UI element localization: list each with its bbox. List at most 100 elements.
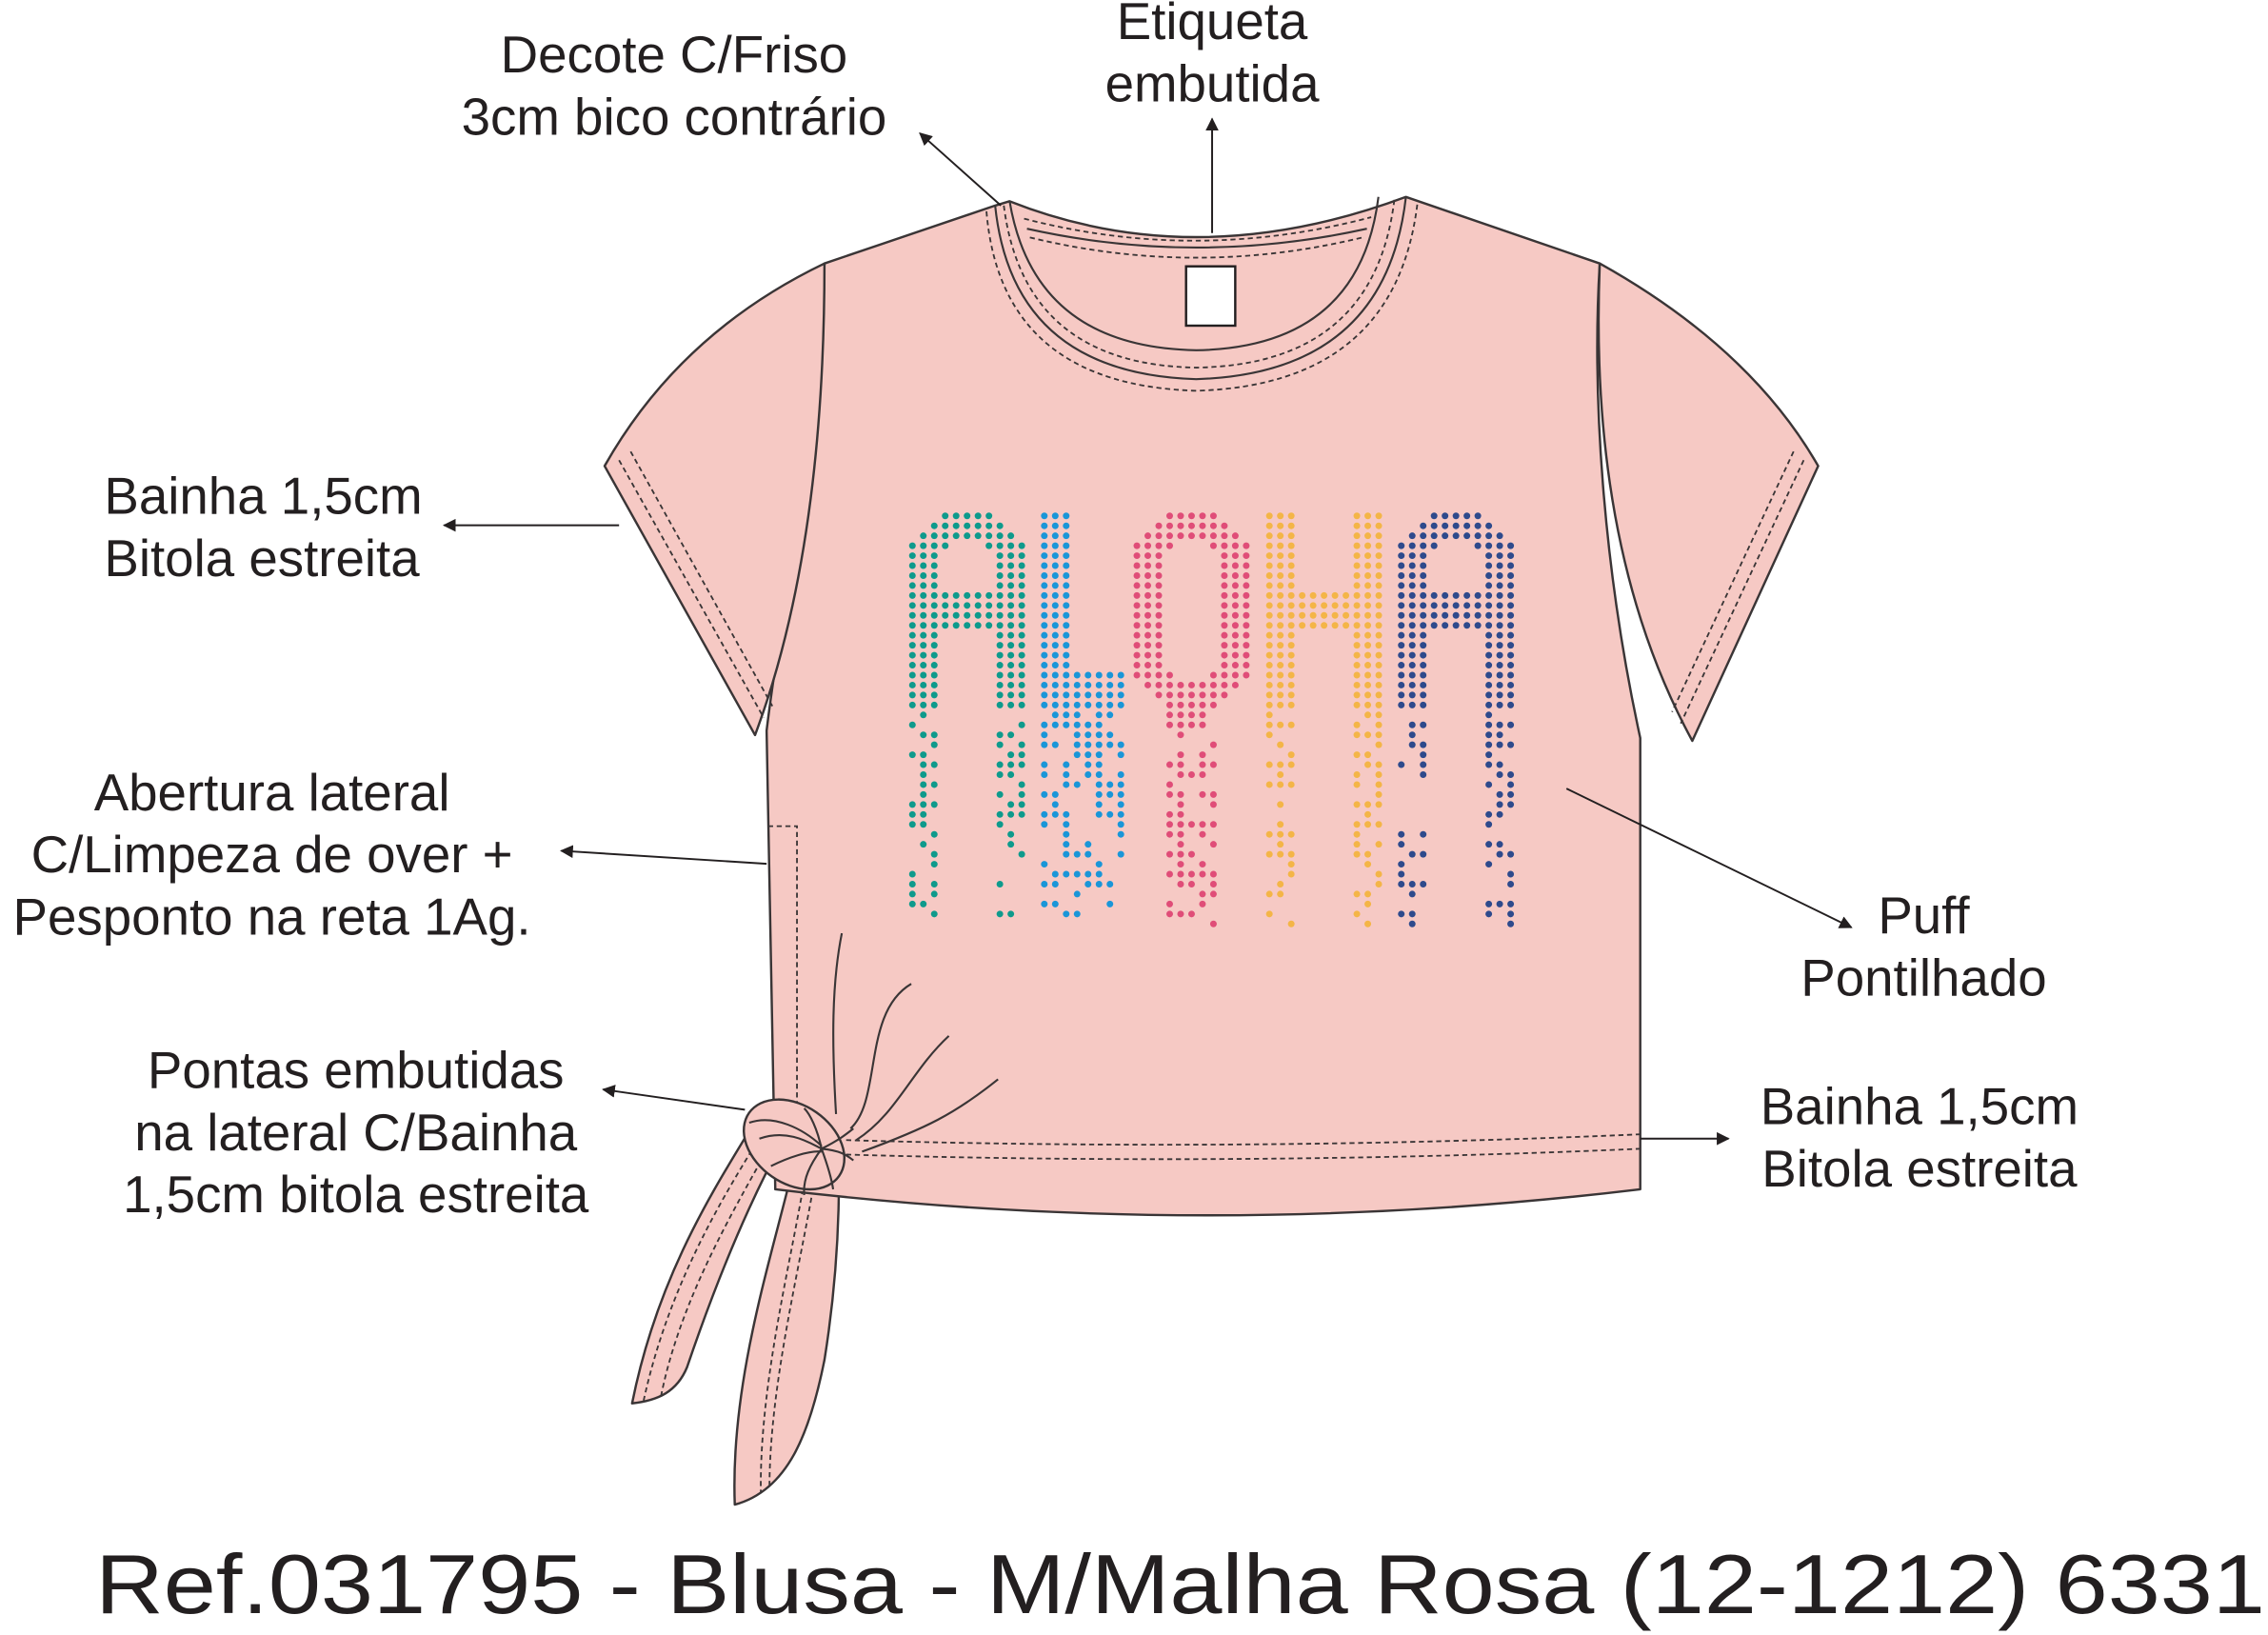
print-dot xyxy=(1041,810,1048,818)
print-dot xyxy=(1177,910,1184,918)
print-dot xyxy=(952,522,960,529)
print-dot xyxy=(920,790,927,798)
print-dot xyxy=(996,552,1004,560)
print-dot xyxy=(1287,830,1295,838)
print-dot xyxy=(1277,761,1284,768)
annotation-label: Etiqueta embutida xyxy=(1105,0,1320,233)
print-dot xyxy=(1041,591,1048,599)
print-dot xyxy=(1430,611,1438,619)
print-dot xyxy=(1007,591,1015,599)
print-dot xyxy=(1117,810,1124,818)
print-dot xyxy=(1063,810,1070,818)
print-dot xyxy=(1496,571,1503,579)
print-dot xyxy=(1231,552,1239,560)
print-dot xyxy=(1084,850,1092,858)
print-dot xyxy=(1265,761,1273,768)
print-dot xyxy=(1155,532,1163,540)
print-dot xyxy=(1084,751,1092,759)
print-dot xyxy=(920,731,927,739)
print-dot xyxy=(1364,850,1372,858)
print-dot xyxy=(1420,522,1427,529)
print-dot xyxy=(1051,602,1059,609)
print-dot xyxy=(1496,681,1503,688)
print-dot xyxy=(964,611,971,619)
print-dot xyxy=(1144,582,1152,589)
print-dot xyxy=(1265,552,1273,560)
print-dot xyxy=(1364,562,1372,569)
print-dot xyxy=(1507,591,1515,599)
print-dot xyxy=(1408,582,1416,589)
print-dot xyxy=(1287,622,1295,629)
print-dot xyxy=(1018,611,1025,619)
print-dot xyxy=(1007,691,1015,699)
print-dot xyxy=(964,602,971,609)
print-dot xyxy=(1420,552,1427,560)
print-dot xyxy=(1364,622,1372,629)
print-dot xyxy=(952,532,960,540)
print-dot xyxy=(1375,582,1383,589)
print-dot xyxy=(1277,622,1284,629)
print-dot xyxy=(1221,671,1228,679)
print-dot xyxy=(1430,622,1438,629)
print-dot xyxy=(1187,701,1195,708)
print-dot xyxy=(1133,671,1141,679)
print-dot xyxy=(1277,522,1284,529)
print-dot xyxy=(930,850,938,858)
print-dot xyxy=(1507,681,1515,688)
print-dot xyxy=(1007,651,1015,659)
print-dot xyxy=(1420,542,1427,549)
print-dot xyxy=(1474,622,1482,629)
print-dot xyxy=(1420,741,1427,748)
print-dot xyxy=(1277,631,1284,639)
print-dot xyxy=(1117,671,1124,679)
print-dot xyxy=(1018,681,1025,688)
print-dot xyxy=(1051,582,1059,589)
print-dot xyxy=(920,671,927,679)
print-dot xyxy=(1007,771,1015,778)
print-dot xyxy=(1287,631,1295,639)
print-dot xyxy=(1209,880,1217,887)
print-dot xyxy=(1309,591,1317,599)
print-dot xyxy=(1485,532,1493,540)
print-dot xyxy=(1408,602,1416,609)
print-dot xyxy=(974,532,982,540)
print-dot xyxy=(1277,801,1284,808)
print-dot xyxy=(1165,542,1173,549)
print-dot xyxy=(1463,532,1471,540)
print-dot xyxy=(1209,691,1217,699)
print-dot xyxy=(1144,591,1152,599)
print-dot xyxy=(1287,870,1295,878)
print-dot xyxy=(1474,591,1482,599)
print-dot xyxy=(1165,850,1173,858)
print-dot xyxy=(985,591,993,599)
print-dot xyxy=(1041,631,1048,639)
print-dot xyxy=(1287,681,1295,688)
sleeve-hem-label-1: Bainha 1,5cm xyxy=(104,466,422,525)
print-dot xyxy=(1095,671,1103,679)
print-dot xyxy=(1507,662,1515,669)
print-dot xyxy=(920,701,927,708)
print-dot xyxy=(1177,880,1184,887)
reference-title: Ref.031795 - Blusa - M/Malha Rosa (12-12… xyxy=(95,1537,2265,1631)
print-dot xyxy=(1051,611,1059,619)
print-dot xyxy=(996,810,1004,818)
print-dot xyxy=(1265,662,1273,669)
print-dot xyxy=(1187,821,1195,828)
print-dot xyxy=(1321,622,1328,629)
print-dot xyxy=(1442,532,1449,540)
print-dot xyxy=(1364,731,1372,739)
print-dot xyxy=(1221,651,1228,659)
print-dot xyxy=(1287,642,1295,649)
print-dot xyxy=(1496,642,1503,649)
print-dot xyxy=(1408,731,1416,739)
print-dot xyxy=(1018,552,1025,560)
print-dot xyxy=(1095,870,1103,878)
print-dot xyxy=(1398,651,1405,659)
print-dot xyxy=(996,910,1004,918)
arrow-icon xyxy=(919,132,1002,207)
print-dot xyxy=(1474,532,1482,540)
print-dot xyxy=(1041,741,1048,748)
print-dot xyxy=(1364,552,1372,560)
print-dot xyxy=(1507,880,1515,887)
print-dot xyxy=(1117,681,1124,688)
